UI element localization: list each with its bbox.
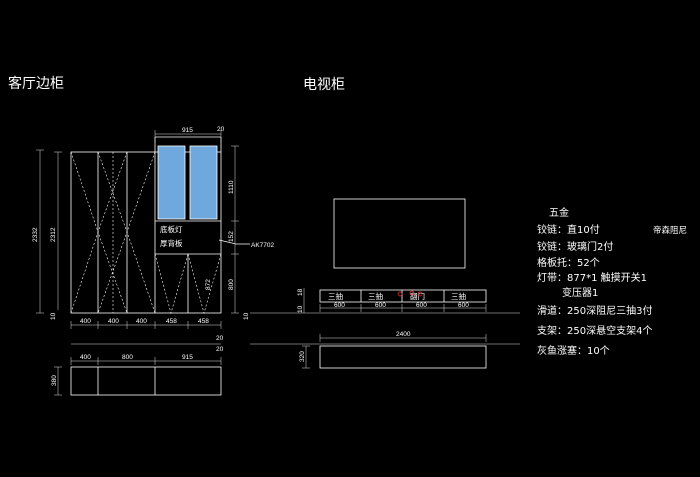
door-swing-line <box>154 253 189 315</box>
dim-18: 18 <box>297 288 304 296</box>
living-cabinet-title: 客厅边柜 <box>8 75 64 92</box>
hardware-line-1: 铰链：直10付 <box>537 223 600 236</box>
red-mark <box>397 291 403 297</box>
door-swing-line <box>97 151 128 314</box>
hardware-line-8: 灰鱼涨塞：10个 <box>537 344 610 357</box>
cabinet-outline <box>70 151 222 314</box>
label-back-panel: 厚背板 <box>160 238 183 248</box>
dim-bottom-20: 20 <box>216 335 224 342</box>
tv-cabinet-elevation: 三抽 三抽 翻门 三抽 18 10 600 600 600 600 <box>250 198 520 314</box>
drawer-dim-2: 600 <box>375 302 386 309</box>
dim-10-right: 10 <box>243 312 250 320</box>
plan-outline <box>70 366 222 396</box>
hardware-line-4: 灯带：877*1 触摸开关1 <box>537 271 647 284</box>
hardware-line-7: 支架：250深悬空支架4个 <box>537 324 652 337</box>
tv-cabinet-title: 电视柜 <box>303 77 345 93</box>
door-swing-line <box>97 151 128 314</box>
hardware-line-6: 滑道：250深阻尼三抽3付 <box>537 304 652 317</box>
plan-dim-800: 800 <box>122 354 133 361</box>
dim-800: 800 <box>228 279 235 290</box>
hardware-line-2: 铰链：玻璃门2付 <box>537 240 613 253</box>
dim-872: 872 <box>205 279 212 290</box>
living-cabinet-plan: 20 400 800 915 380 <box>51 343 224 396</box>
glass-door-left <box>157 145 186 220</box>
hardware-line-3: 格板托：52个 <box>537 256 600 269</box>
tv-cabinet-body <box>319 289 487 303</box>
drawer-label-3: 翻门 <box>410 292 425 301</box>
leader-line <box>218 239 250 245</box>
tv-cabinet-plan: 2400 320 <box>250 331 520 369</box>
dim-2312: 2312 <box>50 227 57 242</box>
drawer-label-1: 三抽 <box>328 291 343 301</box>
plan-dim-915: 915 <box>182 354 193 361</box>
total-width-2400: 2400 <box>396 331 411 338</box>
drawer-label-4: 三抽 <box>451 291 466 301</box>
hardware-brand: 帝森阻尼 <box>653 225 687 236</box>
plan-dim-400: 400 <box>80 354 91 361</box>
label-model: AK7702 <box>251 242 275 249</box>
tv-cabinet-plan-outline <box>319 345 487 369</box>
door-swing-line <box>126 151 156 314</box>
label-bottom-light: 底板灯 <box>160 224 183 234</box>
hardware-title: 五金 <box>549 206 569 219</box>
dim-10: 10 <box>297 305 304 313</box>
drawer-dim-4: 600 <box>458 302 469 309</box>
hardware-line-5: 变压器1 <box>562 286 598 299</box>
red-mark <box>409 290 415 296</box>
plan-depth-320: 320 <box>299 351 306 362</box>
tv-screen <box>333 198 466 269</box>
dim-bottom-1: 400 <box>80 318 91 325</box>
dim-1110: 1110 <box>228 180 235 194</box>
dim-10-left: 10 <box>50 312 57 320</box>
living-cabinet-elevation: 底板灯 厚背板 AK7702 915 20 2332 2312 10 1110 … <box>32 126 275 342</box>
door-swing-line <box>70 151 99 314</box>
plan-dim-20: 20 <box>216 346 224 353</box>
dim-2332: 2332 <box>32 227 39 242</box>
drawer-dim-1: 600 <box>334 302 345 309</box>
dim-152: 152 <box>228 231 235 242</box>
glass-door-right <box>189 145 218 220</box>
dim-bottom-3: 400 <box>136 318 147 325</box>
door-swing-line <box>187 253 222 315</box>
dim-20: 20 <box>217 126 225 133</box>
plan-depth-380: 380 <box>51 375 58 386</box>
dim-bottom-5: 458 <box>198 318 209 325</box>
dim-915: 915 <box>182 127 193 134</box>
hardware-list: 五金 铰链：直10付 帝森阻尼 铰链：玻璃门2付 格板托：52个 灯带：877*… <box>537 206 687 357</box>
dim-bottom-2: 400 <box>108 318 119 325</box>
red-mark <box>417 291 423 297</box>
drawer-dim-3: 600 <box>416 302 427 309</box>
dim-bottom-4: 458 <box>166 318 177 325</box>
drawer-label-2: 三抽 <box>368 291 383 301</box>
